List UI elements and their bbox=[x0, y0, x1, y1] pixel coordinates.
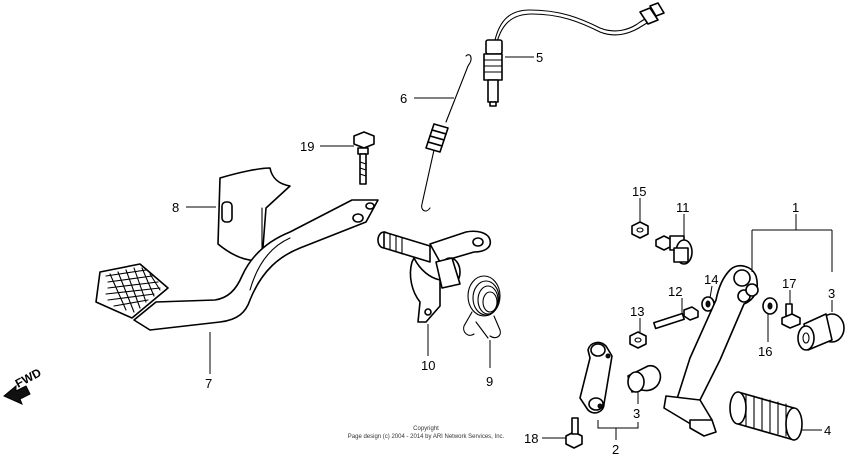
return-spring-part bbox=[421, 54, 472, 212]
callout-16: 16 bbox=[758, 344, 772, 359]
gearshift-arm-part bbox=[663, 264, 759, 437]
washer-16-part bbox=[762, 297, 778, 315]
callout-18: 18 bbox=[524, 431, 538, 446]
callout-11: 11 bbox=[676, 200, 690, 215]
bolt-17-part bbox=[781, 303, 801, 329]
direction-label: FWD bbox=[13, 365, 44, 390]
collar-bolt-11-part bbox=[655, 235, 693, 265]
forward-direction-indicator: FWD bbox=[3, 365, 44, 405]
callout-6: 6 bbox=[400, 91, 407, 106]
leader-14 bbox=[709, 285, 713, 299]
bolt-18-part bbox=[565, 417, 583, 449]
callout-14: 14 bbox=[704, 272, 718, 287]
brake-switch-part bbox=[483, 2, 665, 107]
callout-19: 19 bbox=[300, 139, 314, 154]
callout-3a: 3 bbox=[633, 406, 640, 421]
callout-5: 5 bbox=[536, 50, 543, 65]
leader-2 bbox=[597, 420, 639, 440]
pivot-shaft-part bbox=[377, 230, 492, 323]
bolt-19-part bbox=[353, 131, 375, 185]
bolt-12-part bbox=[653, 306, 699, 330]
nut-13-part bbox=[629, 331, 647, 349]
shift-rubber-part bbox=[729, 391, 803, 441]
pedal-pad-grid bbox=[105, 267, 161, 313]
callout-9: 9 bbox=[486, 374, 493, 389]
callout-3b: 3 bbox=[828, 286, 835, 301]
callout-17: 17 bbox=[782, 276, 796, 291]
copyright-line-2: Page design (c) 2004 - 2014 by ARI Netwo… bbox=[348, 434, 505, 440]
callout-4: 4 bbox=[824, 423, 831, 438]
pivot-cap-3-right-part bbox=[797, 313, 845, 351]
callout-2: 2 bbox=[612, 442, 619, 457]
callout-10: 10 bbox=[421, 358, 435, 373]
shift-link-part bbox=[579, 341, 613, 414]
callout-1: 1 bbox=[792, 200, 799, 215]
pivot-cap-3-center-part bbox=[627, 364, 662, 393]
callout-13: 13 bbox=[630, 304, 644, 319]
forward-arrow-icon bbox=[3, 384, 31, 405]
torsion-spring-part bbox=[463, 275, 501, 339]
callout-15: 15 bbox=[632, 184, 646, 199]
nut-15-part bbox=[631, 221, 649, 239]
leader-1 bbox=[751, 214, 833, 272]
callout-7: 7 bbox=[205, 376, 212, 391]
callout-8: 8 bbox=[172, 200, 179, 215]
brake-pedal-part bbox=[95, 199, 379, 331]
callout-12: 12 bbox=[668, 284, 682, 299]
copyright-line-1: Copyright bbox=[413, 426, 439, 432]
